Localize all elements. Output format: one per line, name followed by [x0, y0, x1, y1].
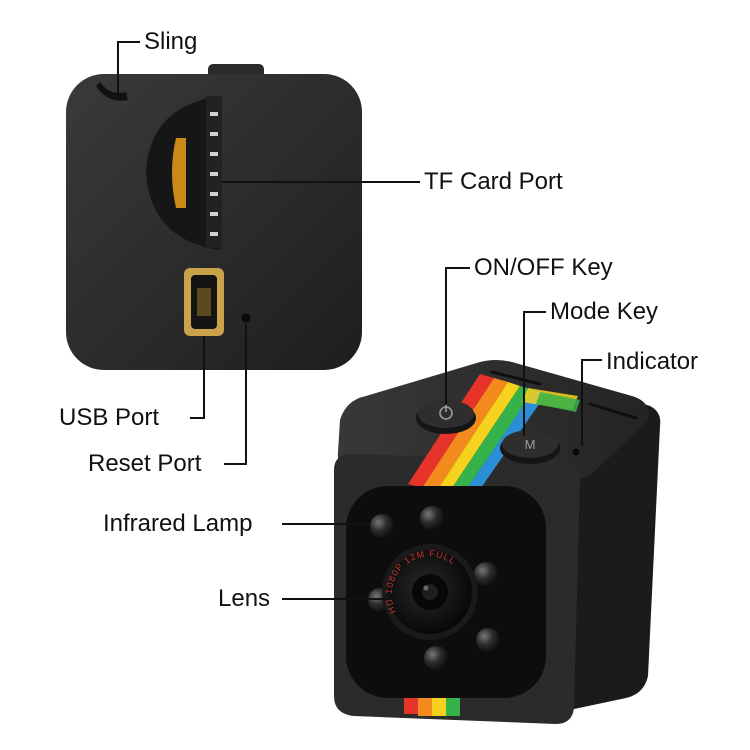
- leader-lines: [117, 41, 602, 600]
- label-sling: Sling: [144, 28, 198, 55]
- tf-card-gold: [172, 138, 186, 208]
- usb-leader: [190, 336, 205, 419]
- label-reset-port: Reset Port: [88, 450, 202, 477]
- label-indicator: Indicator: [606, 348, 699, 375]
- infrared-led: [420, 506, 444, 530]
- sling-leader: [117, 41, 140, 94]
- label-infrared-lamp: Infrared Lamp: [103, 510, 253, 537]
- camera-back-view: [66, 64, 362, 370]
- usb-port-tongue: [197, 288, 211, 316]
- reset-leader: [224, 324, 247, 465]
- label-usb-port: USB Port: [59, 404, 160, 431]
- mode-key-glyph: M: [525, 437, 536, 452]
- infrared-leds: [368, 506, 500, 670]
- power-button: [416, 400, 476, 434]
- mode-button: M: [500, 430, 560, 464]
- indicator-light: [572, 448, 580, 456]
- infrared-led: [424, 646, 448, 670]
- top-vents: [490, 370, 638, 420]
- mode-key-leader: [523, 311, 546, 436]
- camera-front-view: M HD 1080P 12M FULL: [334, 360, 661, 724]
- infrared-led: [474, 562, 498, 586]
- sling-hole: [96, 82, 128, 101]
- infrared-led: [370, 514, 394, 538]
- label-mode-key: Mode Key: [550, 298, 659, 325]
- camera-lens: HD 1080P 12M FULL: [382, 544, 478, 640]
- label-on-off-key: ON/OFF Key: [474, 254, 613, 281]
- infrared-led: [476, 628, 500, 652]
- label-tf-card-port: TF Card Port: [424, 168, 563, 195]
- reset-hole: [241, 313, 251, 323]
- tf-card-contacts: [210, 112, 218, 236]
- on-off-leader: [445, 267, 470, 404]
- indicator-leader: [581, 359, 602, 446]
- label-lens: Lens: [218, 585, 271, 612]
